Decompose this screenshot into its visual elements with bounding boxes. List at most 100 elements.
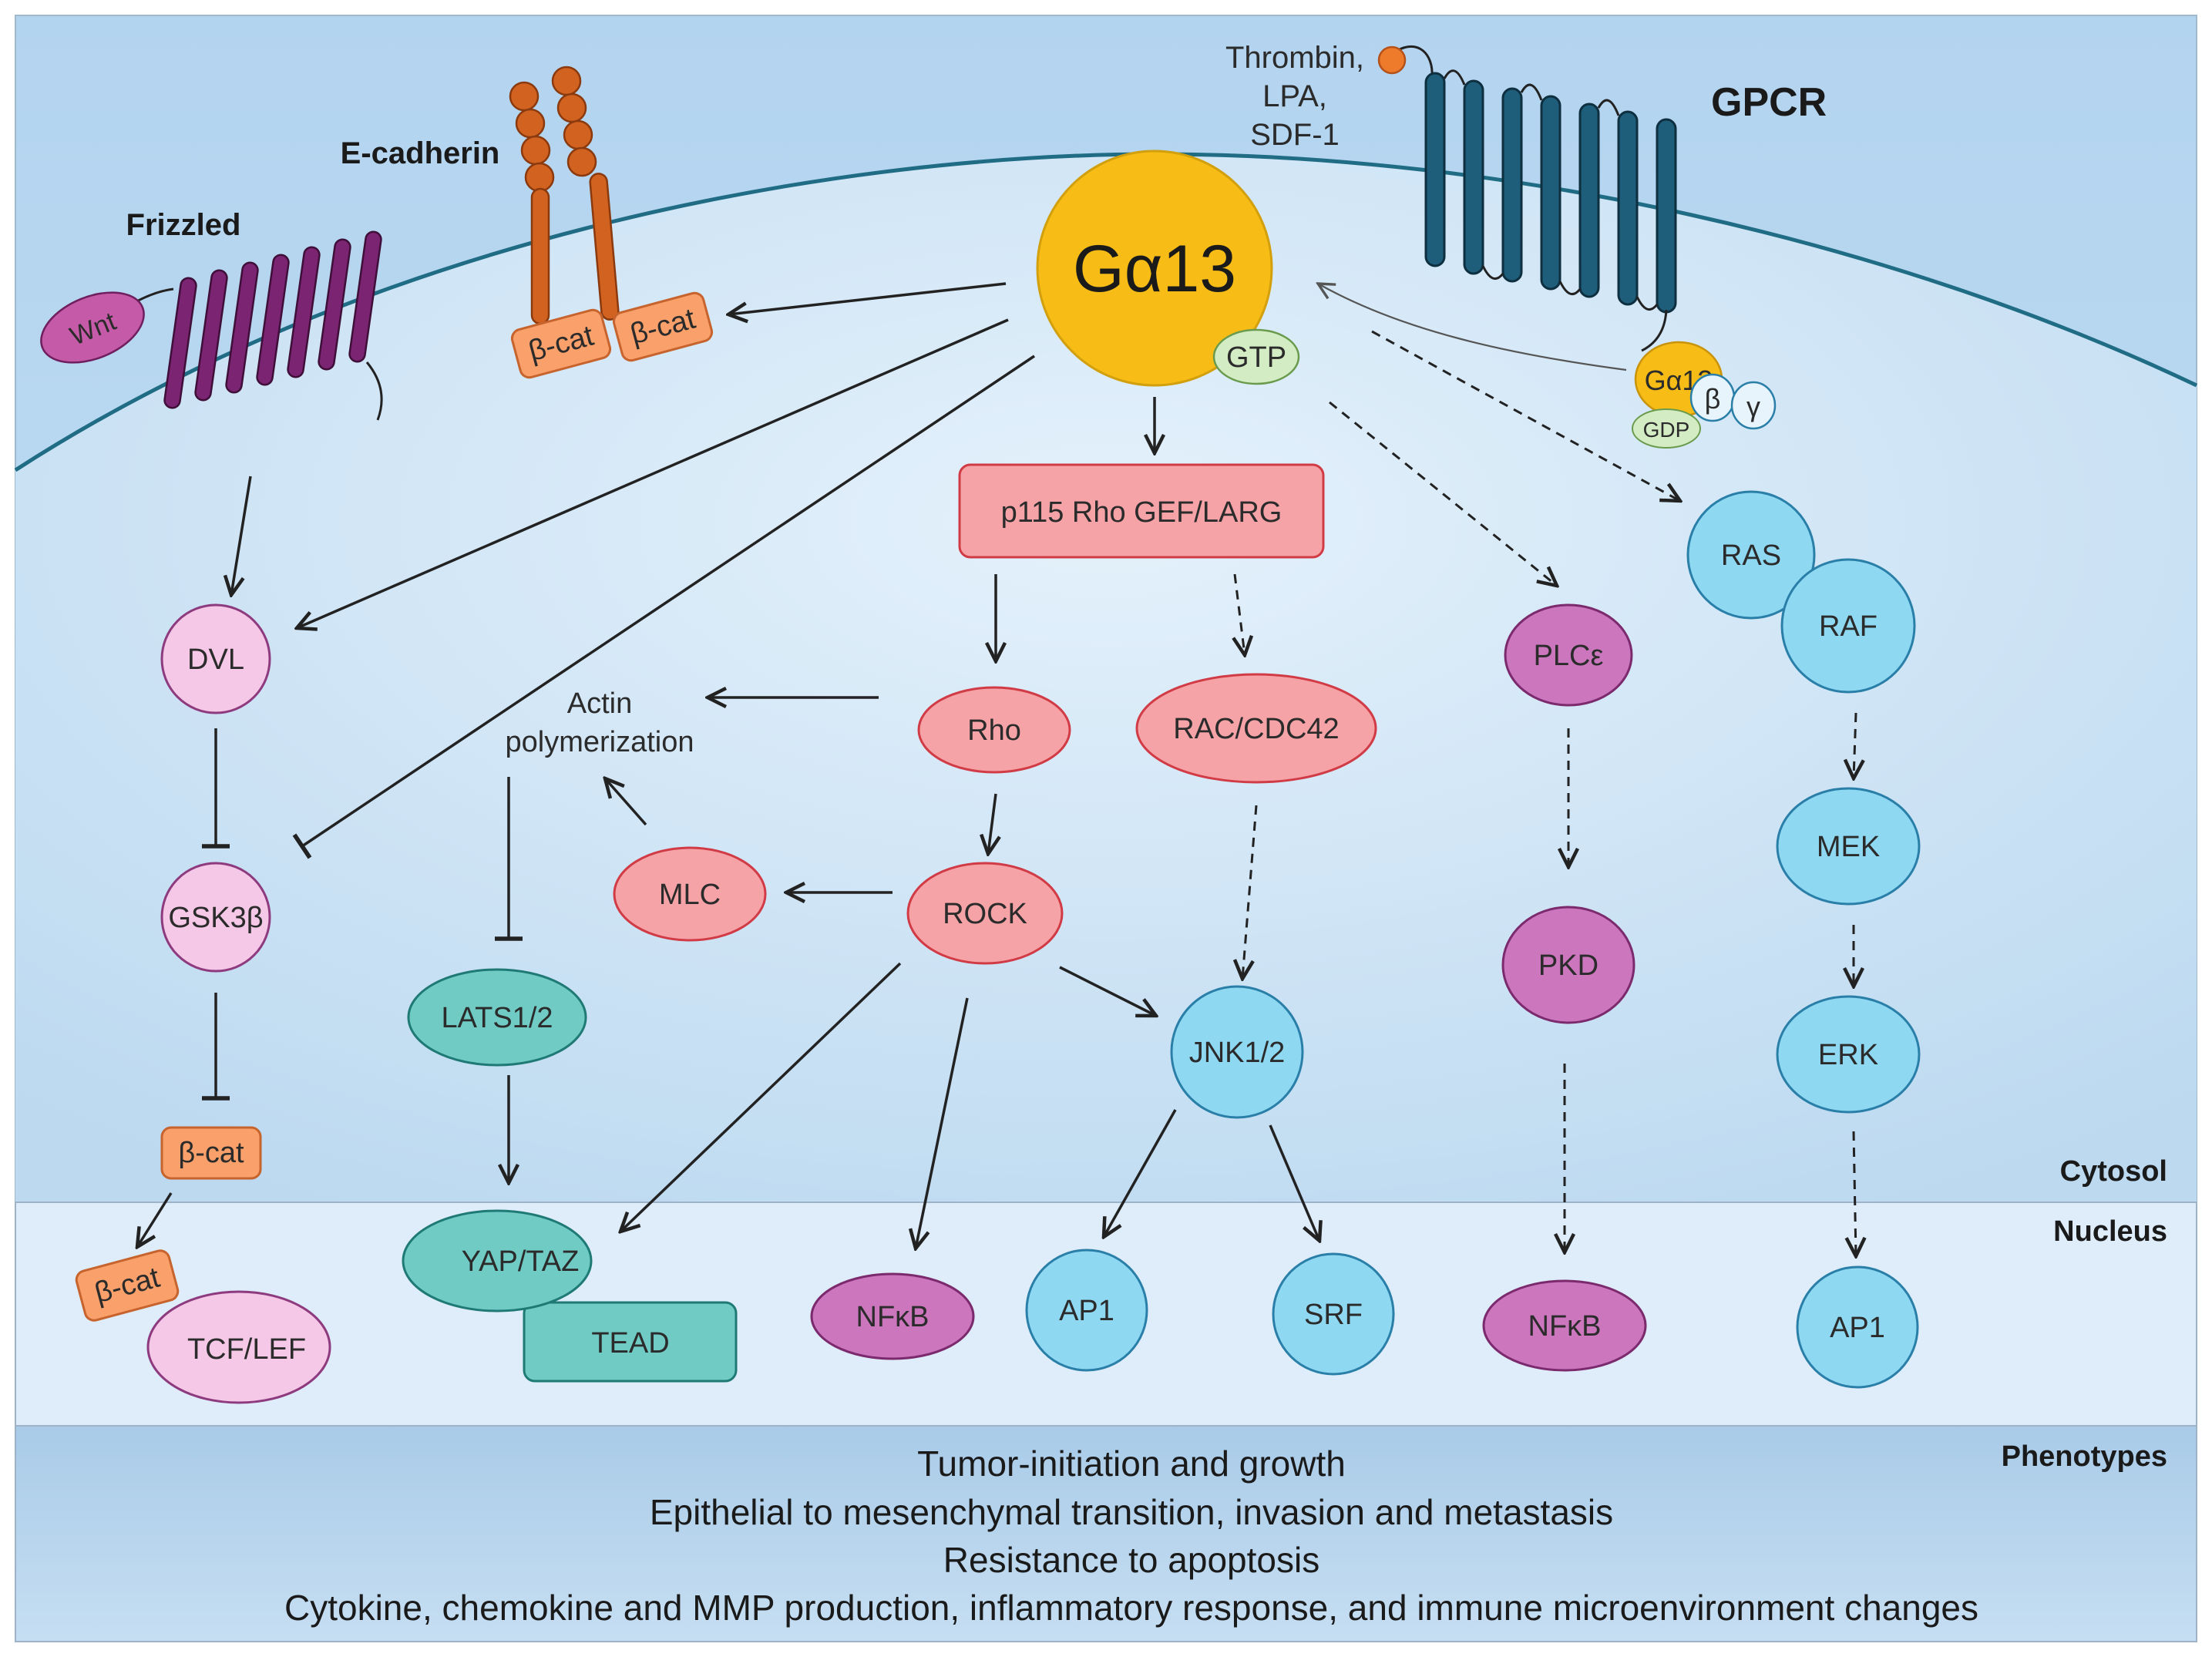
ras-label: RAS: [1721, 539, 1781, 572]
edge-bcat-bcat: [137, 1192, 173, 1247]
edge-p115-rac: [1235, 573, 1245, 655]
tcf-label: TCF/LEF: [187, 1333, 306, 1366]
rho-node: [917, 686, 1071, 774]
lats-node: [407, 968, 587, 1067]
bcat-membrane-1: β-cat: [510, 308, 612, 379]
edge-rac-jnk: [1242, 805, 1258, 979]
pkd-node: [1501, 906, 1635, 1024]
phenotypes-title: Phenotypes: [2002, 1440, 2167, 1473]
dvl-node: [160, 603, 271, 714]
edge-ga13-plc: [1329, 401, 1557, 586]
ap1-label-1: AP1: [1059, 1295, 1114, 1327]
raf-node: [1780, 558, 1916, 694]
plc-node: [1504, 603, 1633, 707]
tead-node: [523, 1301, 738, 1383]
gdp-label: GDP: [1643, 418, 1690, 442]
srf-node: [1272, 1252, 1395, 1376]
rac-label: RAC/CDC42: [1173, 713, 1339, 745]
pkd-label: PKD: [1538, 949, 1598, 982]
p115-node: [958, 463, 1325, 559]
plc-label: PLCε: [1534, 640, 1604, 672]
edge-mlc-actin: [605, 778, 647, 826]
edge-ga13small-ga13: [1318, 284, 1627, 371]
ligand-ball: [1377, 45, 1407, 75]
frizzled-label: Frizzled: [126, 208, 241, 242]
phenotype-line-3: Resistance to apoptosis: [943, 1540, 1319, 1580]
nfkb-label-2: NFκB: [1528, 1310, 1602, 1343]
nucleus-label: Nucleus: [2053, 1215, 2167, 1248]
ras-node: [1686, 490, 1816, 620]
tcf-node: [146, 1290, 331, 1404]
e-cadherin-receptor: [509, 66, 620, 325]
bcat-nucleus-node: β-cat: [75, 1249, 180, 1322]
lats-label: LATS1/2: [441, 1002, 553, 1034]
mek-node: [1776, 787, 1921, 906]
edge-ga13-bcat: [728, 282, 1007, 314]
edge-erk-ap1: [1854, 1131, 1856, 1256]
bcat-cytosol-node: [160, 1126, 262, 1180]
edge-jnk-ap1: [1104, 1109, 1177, 1237]
mlc-node: [613, 846, 767, 942]
edge-raf-mek: [1854, 712, 1856, 778]
gamma-node: [1730, 381, 1777, 430]
cytosol-label: Cytosol: [2060, 1155, 2167, 1188]
edges-inhibit: [202, 355, 1035, 1101]
edge-frizzled-dvl: [231, 476, 252, 595]
gtp-node: [1212, 328, 1300, 385]
ligand-label-2: LPA,: [1262, 79, 1327, 113]
jnk-label: JNK1/2: [1189, 1037, 1286, 1069]
srf-label: SRF: [1304, 1299, 1363, 1331]
edge-rock-nfkb: [916, 997, 969, 1249]
yap-label: YAP/TAZ: [462, 1245, 580, 1278]
mek-label: MEK: [1817, 831, 1880, 863]
gsk-node: [160, 862, 271, 973]
dvl-label: DVL: [187, 644, 244, 676]
ap1-node-1: [1025, 1249, 1148, 1372]
edge-ga13-ras: [1371, 330, 1680, 501]
bcat-cytosol-label: β-cat: [178, 1137, 244, 1169]
beta-label: β: [1705, 383, 1721, 415]
mlc-label: MLC: [659, 879, 721, 911]
rac-node: [1135, 673, 1377, 784]
p115-label: p115 Rho GEF/LARG: [1001, 496, 1282, 529]
edge-ga13-gsk: [292, 355, 1035, 859]
frizzled-receptor: [130, 230, 383, 421]
phenotype-line-2: Epithelial to mesenchymal transition, in…: [650, 1492, 1613, 1532]
phenotype-line-1: Tumor-initiation and growth: [917, 1444, 1346, 1484]
e-cadherin-label: E-cadherin: [341, 136, 500, 170]
ligand-label-1: Thrombin,: [1225, 41, 1364, 75]
edge-rock-jnk: [1059, 966, 1156, 1016]
ap1-label-2: AP1: [1830, 1312, 1885, 1344]
edge-jnk-srf: [1269, 1124, 1319, 1241]
erk-label: ERK: [1818, 1039, 1878, 1071]
ap1-node-2: [1796, 1265, 1919, 1389]
actin-label-2: polymerization: [506, 726, 694, 758]
nfkb-label-1: NFκB: [856, 1301, 930, 1333]
yap-node: [402, 1209, 593, 1312]
rho-label: Rho: [967, 714, 1021, 747]
bcat-membrane-2: β-cat: [612, 291, 714, 362]
ligand-label-3: SDF-1: [1250, 118, 1340, 152]
rock-label: ROCK: [943, 898, 1027, 930]
gpcr-receptor: [1396, 45, 1677, 352]
gpcr-label: GPCR: [1711, 80, 1827, 125]
nfkb-node-2: [1482, 1279, 1647, 1372]
edge-rho-rock: [988, 793, 996, 854]
wnt-node: [40, 291, 145, 364]
edges-dashed: [1235, 330, 1856, 1256]
ga13-main-node: [1036, 150, 1273, 387]
gdp-node: [1632, 408, 1701, 449]
rock-node: [906, 862, 1064, 965]
actin-label-1: Actin: [567, 687, 632, 720]
jnk-node: [1170, 985, 1304, 1119]
gamma-label: γ: [1746, 391, 1760, 422]
nfkb-node-1: [810, 1272, 975, 1360]
ga13-main-label: Gα13: [1073, 232, 1236, 306]
tead-label: TEAD: [591, 1327, 669, 1360]
edges-solid: [137, 282, 1319, 1249]
gsk-label: GSK3β: [168, 902, 263, 934]
phenotype-line-4: Cytokine, chemokine and MMP production, …: [284, 1588, 1978, 1628]
raf-label: RAF: [1819, 610, 1878, 643]
phenotypes-band: [15, 1425, 2197, 1642]
